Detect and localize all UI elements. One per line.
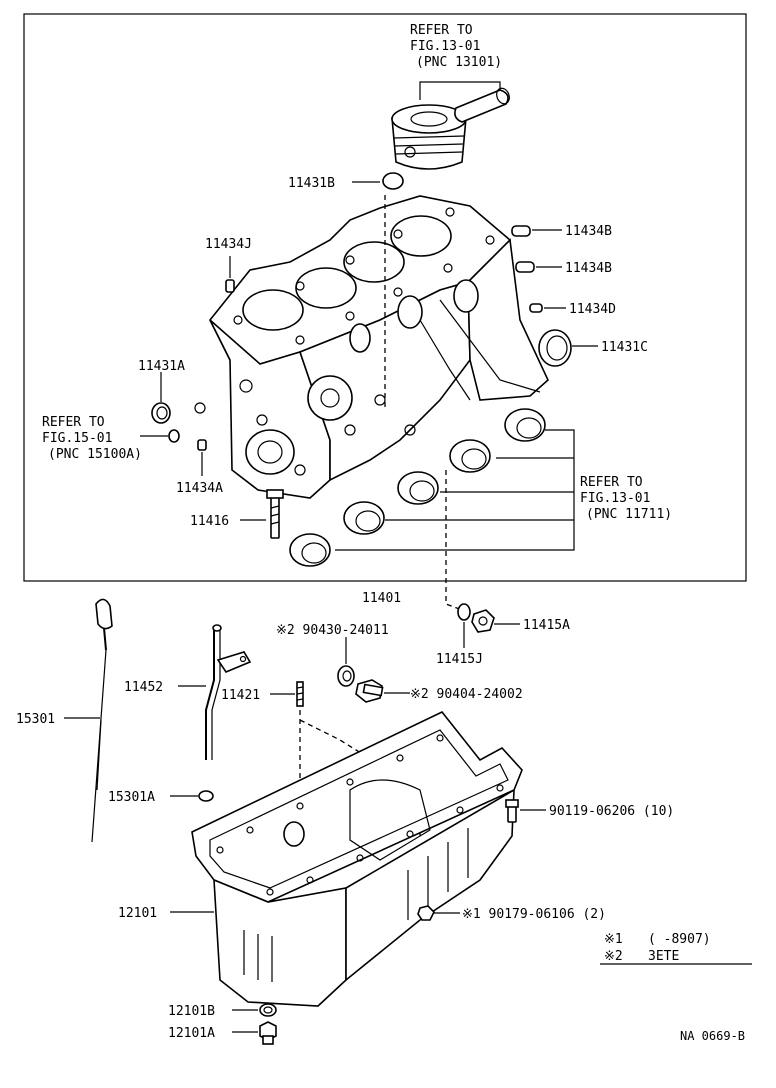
label-11401[interactable]: 11401 [362, 591, 401, 606]
label-11421[interactable]: 11421 [221, 688, 260, 703]
svg-text:FIG.13-01: FIG.13-01 [410, 39, 480, 54]
bearing-bracket [335, 429, 575, 551]
label-90430[interactable]: ※2 90430-24011 [276, 623, 389, 638]
oil-pan-icon [191, 711, 523, 1007]
label-11431C[interactable]: 11431C [601, 340, 648, 355]
svg-text:REFER TO: REFER TO [580, 475, 643, 490]
label-11415J[interactable]: 11415J [436, 652, 483, 667]
label-11415A[interactable]: 11415A [523, 618, 570, 633]
svg-text:REFER TO: REFER TO [42, 415, 105, 430]
legend-mark-2: ※2 [604, 949, 623, 964]
ref-piston[interactable]: REFER TO FIG.13-01 (PNC 13101) [410, 23, 502, 70]
label-15301[interactable]: 15301 [16, 712, 55, 727]
legend-text-1: ( -8907) [648, 932, 711, 947]
label-11416[interactable]: 11416 [190, 514, 229, 529]
legend: ※1 ( -8907) ※2 3ETE [600, 932, 752, 965]
label-11452[interactable]: 11452 [124, 680, 163, 695]
svg-text:(PNC 13101): (PNC 13101) [416, 55, 502, 70]
bearing-icon-1 [504, 408, 546, 442]
svg-text:FIG.13-01: FIG.13-01 [580, 491, 650, 506]
part-11416-icon [266, 489, 284, 539]
piston-icon [391, 104, 467, 170]
label-15301A[interactable]: 15301A [108, 790, 155, 805]
part-12101A-icon [259, 1021, 277, 1045]
label-90179[interactable]: ※1 90179-06106 (2) [462, 907, 606, 922]
ref-fig15[interactable]: REFER TO FIG.15-01 (PNC 15100A) [42, 415, 142, 462]
part-11452-icon [205, 624, 252, 760]
part-90119-icon [505, 799, 519, 823]
legend-text-2: 3ETE [648, 949, 679, 964]
bearing-icon-2 [449, 439, 491, 473]
label-12101A[interactable]: 12101A [168, 1026, 215, 1041]
svg-text:(PNC 11711): (PNC 11711) [586, 507, 672, 522]
part-11415J-icon [457, 603, 471, 621]
label-11431B[interactable]: 11431B [288, 176, 335, 191]
part-11431C-icon [538, 329, 572, 367]
part-11434J-icon [225, 279, 235, 293]
part-11434D-icon [529, 303, 543, 313]
part-90430-icon [337, 665, 355, 687]
part-11434B-2-icon [515, 261, 535, 273]
ref-bearings[interactable]: REFER TO FIG.13-01 (PNC 11711) [580, 475, 672, 522]
part-15301A-icon [198, 790, 214, 802]
part-90179-icon [417, 905, 435, 921]
part-11434B-1-icon [511, 225, 531, 237]
part-11431B-icon [382, 172, 404, 190]
bearing-icon-4 [343, 501, 385, 535]
label-11434B-1[interactable]: 11434B [565, 224, 612, 239]
part-90404-icon [355, 679, 384, 703]
block-group-frame [23, 13, 747, 582]
label-11434D[interactable]: 11434D [569, 302, 616, 317]
part-15301-icon [91, 598, 113, 843]
fig15-seal-icon [168, 429, 180, 443]
svg-text:FIG.15-01: FIG.15-01 [42, 431, 112, 446]
label-11434A[interactable]: 11434A [176, 481, 223, 496]
piston-pin-icon [454, 87, 510, 123]
part-11415A-icon [471, 609, 495, 633]
cylinder-block-icon [194, 195, 549, 499]
part-11434A-icon [197, 439, 207, 451]
label-11434B-2[interactable]: 11434B [565, 261, 612, 276]
label-11431A[interactable]: 11431A [138, 359, 185, 374]
svg-text:REFER TO: REFER TO [410, 23, 473, 38]
bearing-icon-3 [397, 471, 439, 505]
label-11434J[interactable]: 11434J [205, 237, 252, 252]
part-12101B-icon [259, 1003, 277, 1017]
figure-code: NA 0669-B [680, 1029, 745, 1043]
label-12101B[interactable]: 12101B [168, 1004, 215, 1019]
svg-text:(PNC 15100A): (PNC 15100A) [48, 447, 142, 462]
label-12101[interactable]: 12101 [118, 906, 157, 921]
legend-mark-1: ※1 [604, 932, 623, 947]
bearing-icon-5 [289, 533, 331, 567]
label-90119[interactable]: 90119-06206 (10) [549, 804, 674, 819]
label-90404[interactable]: ※2 90404-24002 [410, 687, 523, 702]
